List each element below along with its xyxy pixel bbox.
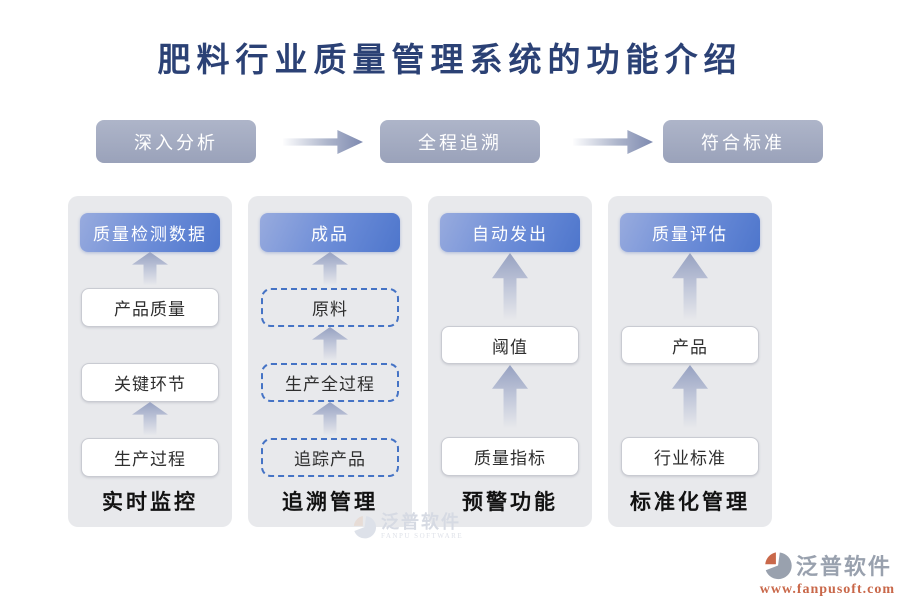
up-arrow-icon	[312, 402, 348, 437]
brand-logo-icon	[765, 551, 792, 579]
column-panel-standardization: 质量评估 产品 行业标准 标准化管理	[608, 196, 772, 527]
flow-step-meet-standards: 符合标准	[663, 120, 823, 163]
column-header-badge: 质量检测数据	[80, 213, 220, 252]
watermark-brand-text: 泛普软件	[795, 554, 892, 579]
column-header-badge: 自动发出	[440, 213, 580, 252]
up-arrow-icon	[312, 327, 348, 362]
watermark-bottom-right: 泛普软件 www.fanpusoft.com	[760, 549, 895, 598]
column-footer-label: 追溯管理	[282, 490, 378, 514]
up-arrow-icon	[492, 253, 528, 323]
process-box: 质量指标	[441, 437, 579, 476]
flow-step-full-trace: 全程追溯	[380, 120, 540, 163]
up-arrow-icon	[312, 252, 348, 287]
column-panel-early-warning: 自动发出 阈值 质量指标 预警功能	[428, 196, 592, 527]
process-box: 产品质量	[81, 288, 219, 327]
process-box: 产品	[621, 326, 759, 364]
watermark-center: 泛普软件 FANPU SOFTWARE	[352, 513, 463, 540]
process-box: 阈值	[441, 326, 579, 364]
column-footer-label: 标准化管理	[630, 490, 750, 514]
up-arrow-icon	[492, 365, 528, 431]
watermark-url: www.fanpusoft.com	[759, 582, 895, 597]
page-title: 肥料行业质量管理系统的功能介绍	[157, 43, 743, 79]
column-footer-label: 预警功能	[462, 490, 558, 514]
right-arrow-icon	[283, 130, 363, 154]
process-box-dashed: 生产全过程	[261, 363, 399, 402]
column-panel-trace-management: 成品 原料 生产全过程 追踪产品 追溯管理	[248, 196, 412, 527]
column-header-badge: 成品	[260, 213, 400, 252]
process-box: 行业标准	[621, 437, 759, 476]
right-arrow-icon	[573, 130, 653, 154]
up-arrow-icon	[132, 252, 168, 287]
flow-step-deep-analysis: 深入分析	[96, 120, 256, 163]
watermark-brand-subtext: FANPU SOFTWARE	[381, 532, 464, 540]
column-footer-label: 实时监控	[102, 490, 198, 514]
process-box-dashed: 原料	[261, 288, 399, 327]
process-box: 关键环节	[81, 363, 219, 402]
brand-logo-icon	[353, 515, 377, 538]
watermark-brand-text: 泛普软件	[381, 512, 461, 532]
process-box-dashed: 追踪产品	[261, 438, 399, 477]
column-panel-realtime-monitoring: 质量检测数据 产品质量 关键环节 生产过程 实时监控	[68, 196, 232, 527]
up-arrow-icon	[672, 253, 708, 323]
process-box: 生产过程	[81, 438, 219, 477]
column-header-badge: 质量评估	[620, 213, 760, 252]
up-arrow-icon	[132, 402, 168, 437]
up-arrow-icon	[672, 365, 708, 431]
